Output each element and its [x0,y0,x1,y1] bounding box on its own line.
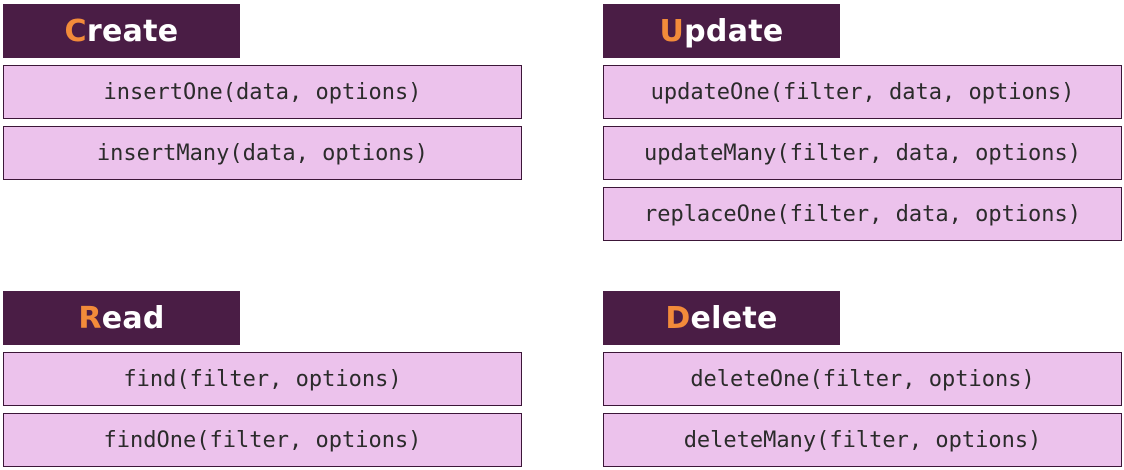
delete-header-initial: D [665,300,691,336]
method-find: find(filter, options) [3,352,522,406]
method-insertone: insertOne(data, options) [3,65,522,119]
read-methods: find(filter, options) findOne(filter, op… [3,352,522,467]
update-header-rest: pdate [684,13,784,49]
method-updateone: updateOne(filter, data, options) [603,65,1122,119]
delete-methods: deleteOne(filter, options) deleteMany(fi… [603,352,1122,467]
create-header-initial: C [64,13,87,49]
read-header-rest: ead [101,300,165,336]
method-updatemany: updateMany(filter, data, options) [603,126,1122,180]
method-findone: findOne(filter, options) [3,413,522,467]
method-deleteone: deleteOne(filter, options) [603,352,1122,406]
create-methods: insertOne(data, options) insertMany(data… [3,65,522,180]
method-replaceone: replaceOne(filter, data, options) [603,187,1122,241]
update-header-initial: U [659,13,685,49]
read-header-initial: R [78,300,102,336]
delete-header-rest: elete [690,300,778,336]
update-methods: updateOne(filter, data, options) updateM… [603,65,1122,241]
create-header-rest: reate [86,13,179,49]
method-deletemany: deleteMany(filter, options) [603,413,1122,467]
method-insertmany: insertMany(data, options) [3,126,522,180]
